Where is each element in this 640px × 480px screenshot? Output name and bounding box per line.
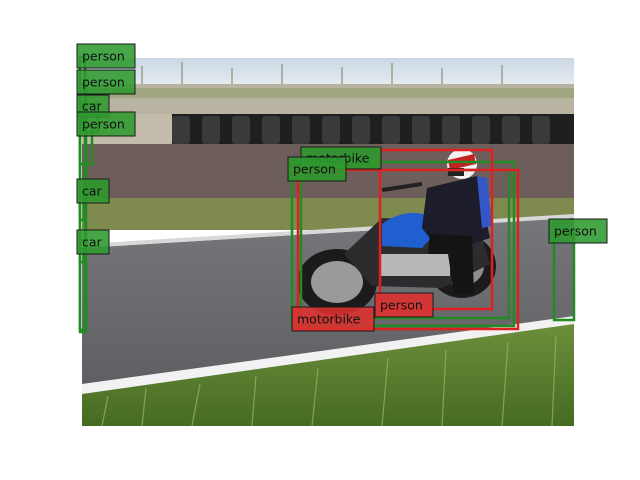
label-tag-person: person [76, 111, 136, 137]
label-tag-text: person [293, 162, 336, 177]
label-tag-background [291, 306, 375, 332]
label-tag-car: car [76, 178, 110, 204]
label-tag-background [374, 292, 434, 318]
sky [82, 58, 574, 92]
label-tag-text: person [554, 224, 597, 239]
label-tag-text: person [82, 49, 125, 64]
ground-truth-box-person [378, 148, 494, 311]
detection-box-motorbike [290, 160, 516, 328]
label-tag-person: person [374, 292, 434, 318]
label-tag-text: car [82, 235, 103, 250]
label-tag-text: car [82, 99, 103, 114]
label-tag-background [548, 218, 608, 244]
label-tag-person: person [548, 218, 608, 244]
label-tag-text: person [380, 298, 423, 313]
ground-truth-box-motorbike [296, 168, 520, 331]
label-tag-person: person [76, 43, 136, 69]
detection-box-person [552, 231, 576, 322]
label-tag-background [76, 111, 136, 137]
label-tag-background [287, 156, 347, 182]
grass-foreground [82, 324, 574, 426]
label-tag-text: person [82, 75, 125, 90]
label-tag-car: car [76, 229, 110, 255]
label-tag-background [76, 69, 136, 95]
label-tag-person: person [76, 69, 136, 95]
label-tag-person: person [287, 156, 347, 182]
label-tag-motorbike: motorbike [291, 306, 375, 332]
label-tag-text: person [82, 117, 125, 132]
label-tag-text: motorbike [297, 312, 361, 327]
label-tag-background [76, 178, 110, 204]
label-tag-background [76, 229, 110, 255]
label-tag-background [76, 43, 136, 69]
label-tag-text: car [82, 184, 103, 199]
tire-barrier [82, 114, 574, 146]
